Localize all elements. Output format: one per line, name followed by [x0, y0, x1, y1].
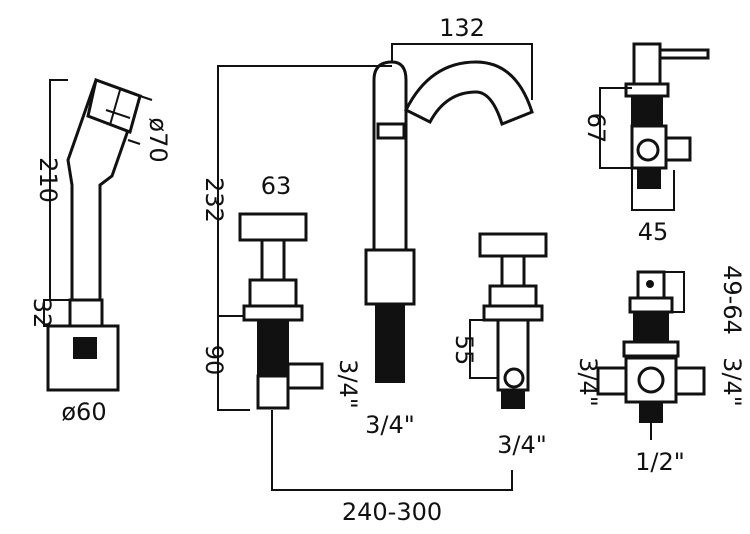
dim-label-centres: 240-300 [342, 498, 442, 526]
dim-label-mixer-left: 3/4" [574, 357, 602, 407]
mixer-right-inlet [674, 366, 706, 396]
left-flange [242, 304, 304, 322]
dim-label-right-conn: 3/4" [497, 431, 547, 459]
right-stem [500, 254, 526, 288]
left-shroud [248, 278, 298, 308]
dim-line-centres [271, 410, 513, 491]
diverter-lever [658, 48, 710, 60]
bracket-neck [68, 298, 104, 328]
diverter-collar [624, 82, 670, 98]
dim-label-90: 90 [200, 345, 228, 376]
mixer-thread [633, 311, 669, 343]
diverter: 67 45 [582, 42, 710, 246]
mixer-flange [622, 340, 680, 358]
right-flange [482, 304, 544, 322]
left-body [256, 374, 290, 410]
right-handle [478, 232, 548, 258]
spout-aerator [376, 122, 406, 140]
left-outlet [286, 362, 324, 390]
mixer-valve: 49-64 3/4" 3/4" 1/2" [574, 265, 746, 476]
dim-line-67 [599, 87, 632, 169]
handset-face [109, 89, 121, 126]
handset-head [86, 78, 142, 134]
handset-vent [105, 109, 131, 119]
dim-label-67: 67 [582, 113, 610, 144]
spout-pillar [372, 60, 408, 252]
mixer-bottom-thread [639, 401, 663, 423]
dim-label-70: ø70 [144, 117, 172, 162]
dim-label-55: 55 [450, 335, 478, 366]
dim-line-70b [127, 139, 141, 145]
dim-line-132 [391, 43, 533, 100]
bracket-thread [73, 337, 97, 359]
diverter-tail [637, 167, 661, 189]
left-handle [238, 212, 308, 242]
shower-handset: 210 ø70 32 ø60 [28, 78, 172, 426]
mixer-port [637, 366, 665, 394]
dim-label-spout-conn: 3/4" [365, 411, 415, 439]
mixer-left-inlet [596, 366, 628, 396]
dim-label-63: 63 [261, 172, 292, 200]
right-valve: 55 3/4" [450, 232, 548, 459]
diverter-knob [632, 42, 662, 86]
spout-thread [375, 303, 405, 383]
dim-label-45: 45 [638, 218, 669, 246]
mixer-collar [628, 296, 674, 314]
dim-label-132: 132 [439, 14, 485, 42]
left-thread [257, 319, 289, 377]
dim-line-45 [631, 168, 675, 211]
spout-arc [403, 60, 534, 126]
dim-label-232: 232 [200, 177, 228, 223]
dim-line-32 [43, 299, 70, 327]
spout-base [364, 248, 416, 306]
dim-line-4964 [664, 271, 685, 313]
spout-assembly: 132 3/4" 232 90 63 3/4" [200, 14, 548, 526]
dim-label-mixer-bottom: 1/2" [635, 448, 685, 476]
dim-label-mixer-right: 3/4" [718, 357, 746, 407]
left-valve: 63 3/4" [238, 172, 362, 410]
dim-label-left-conn: 3/4" [334, 359, 362, 409]
dim-label-4964: 49-64 [718, 265, 746, 335]
diverter-port [636, 138, 660, 162]
dim-line-55 [469, 319, 498, 379]
dim-label-32: 32 [28, 298, 56, 329]
dim-label-60: ø60 [61, 398, 106, 426]
right-port [503, 367, 525, 389]
right-shroud [488, 284, 538, 308]
dim-line-232 [217, 65, 392, 411]
right-thread [501, 389, 525, 409]
diverter-thread [631, 95, 663, 127]
mixer-top-dot [646, 280, 654, 288]
left-stem [260, 238, 286, 282]
diverter-outlet [664, 136, 692, 162]
dim-line-70a [139, 95, 153, 101]
dim-label-210: 210 [34, 157, 62, 203]
